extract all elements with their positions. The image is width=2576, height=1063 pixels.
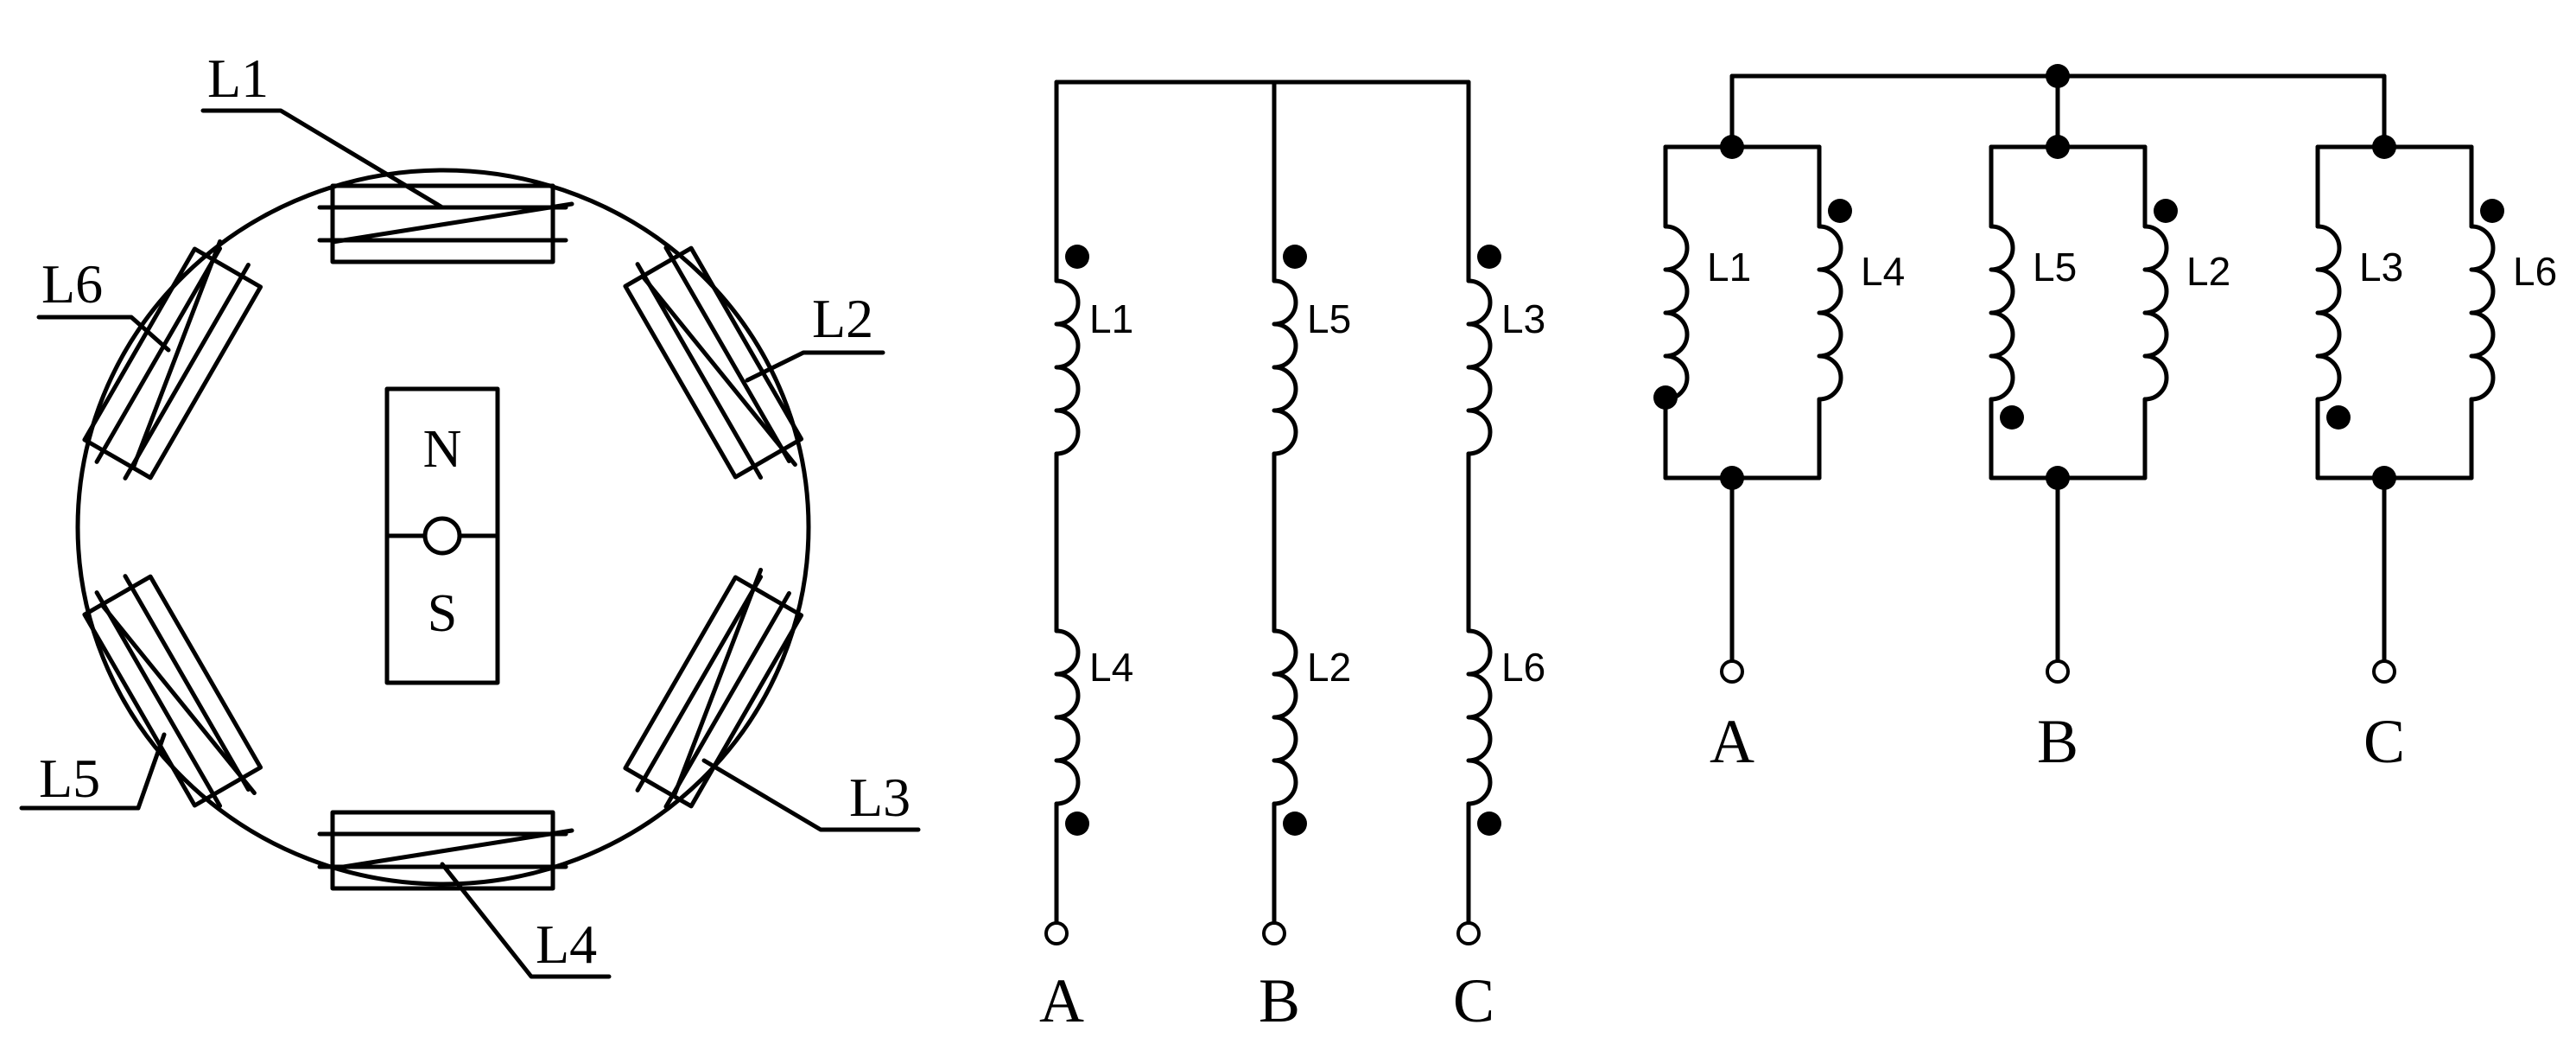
coil-label-l5: L5 bbox=[39, 748, 100, 809]
polarity-dot bbox=[1477, 812, 1501, 836]
parallel-group-b: L5 L2B bbox=[1989, 73, 2230, 776]
stator-ring bbox=[75, 168, 811, 887]
terminal-circle bbox=[1262, 921, 1286, 945]
terminal-circle bbox=[1720, 659, 1744, 684]
inductor-l1 bbox=[1663, 224, 1690, 402]
rotor-magnet: N S bbox=[384, 386, 500, 685]
coil-l5 bbox=[82, 574, 263, 808]
inductor-l6 bbox=[2469, 224, 2496, 402]
inductor-l1 bbox=[1054, 278, 1081, 456]
parallel-circuit: L1 L4A L5 L2B L3 L6C bbox=[1653, 64, 2557, 776]
inductor-l2 bbox=[2142, 224, 2169, 402]
junction-dot bbox=[1720, 466, 1744, 490]
polarity-dot bbox=[1477, 245, 1501, 269]
inductor-l6 bbox=[1466, 628, 1493, 806]
inductor-l4 bbox=[1054, 628, 1081, 806]
junction-dot bbox=[2372, 135, 2396, 159]
inductor-l3 bbox=[2315, 224, 2342, 402]
magnet-south-label: S bbox=[428, 584, 457, 643]
parallel-group-a: L1 L4A bbox=[1653, 73, 1905, 776]
coil-label-l5: L5 bbox=[2033, 245, 2077, 290]
coil-label-l5: L5 bbox=[1307, 296, 1351, 341]
coil-label-l4: L4 bbox=[1089, 645, 1133, 690]
junction-dot bbox=[2372, 466, 2396, 490]
terminal-label-c: C bbox=[2363, 707, 2405, 776]
coil-label-l4: L4 bbox=[536, 913, 597, 975]
coil-label-l3: L3 bbox=[849, 767, 910, 828]
polarity-dot bbox=[1283, 812, 1307, 836]
polarity-dot bbox=[1065, 812, 1089, 836]
terminal-circle bbox=[2046, 659, 2070, 684]
inductor-l3 bbox=[1466, 278, 1493, 456]
coil-label-l3: L3 bbox=[2359, 245, 2403, 290]
terminal-circle bbox=[1456, 921, 1481, 945]
polarity-dot bbox=[2154, 199, 2178, 223]
polarity-dot bbox=[1065, 245, 1089, 269]
polarity-dot bbox=[1653, 385, 1678, 410]
coil-label-l1: L1 bbox=[1707, 245, 1751, 290]
coil-label-l3: L3 bbox=[1501, 296, 1545, 341]
polarity-dot bbox=[1828, 199, 1852, 223]
polarity-dot bbox=[2000, 405, 2024, 430]
terminal-label-b: B bbox=[1259, 966, 1300, 1035]
inductor-l4 bbox=[1817, 224, 1843, 402]
coil-l2 bbox=[623, 245, 804, 480]
polarity-dot bbox=[2480, 199, 2504, 223]
coil-l3 bbox=[623, 567, 804, 809]
coil-label-l2: L2 bbox=[812, 288, 873, 349]
inductor-l5 bbox=[1989, 224, 2015, 402]
inductor-l2 bbox=[1272, 628, 1298, 806]
terminal-label-b: B bbox=[2037, 707, 2078, 776]
junction-dot bbox=[2046, 135, 2070, 159]
coil-label-l4: L4 bbox=[1861, 249, 1905, 294]
coil-leaders bbox=[19, 108, 921, 979]
junction-dot bbox=[2046, 466, 2070, 490]
coil-l1 bbox=[317, 183, 574, 264]
polarity-dot bbox=[1283, 245, 1307, 269]
motor-cross-section: N S bbox=[19, 48, 921, 979]
terminal-label-c: C bbox=[1453, 966, 1494, 1035]
inductor-l5 bbox=[1272, 278, 1298, 456]
junction-dot bbox=[1720, 135, 1744, 159]
terminal-circle bbox=[2372, 659, 2396, 684]
coil-label-l1: L1 bbox=[207, 48, 269, 109]
coil-label-l6: L6 bbox=[41, 253, 103, 315]
coil-label-l2: L2 bbox=[2186, 249, 2230, 294]
coil-l4 bbox=[317, 810, 574, 891]
magnet-north-label: N bbox=[423, 420, 462, 479]
polarity-dot bbox=[2326, 405, 2351, 430]
coil-label-l6: L6 bbox=[2513, 249, 2557, 294]
coil-label-l2: L2 bbox=[1307, 645, 1351, 690]
parallel-group-c: L3 L6C bbox=[2315, 73, 2557, 776]
terminal-label-a: A bbox=[1039, 966, 1084, 1035]
coil-l6 bbox=[82, 239, 263, 481]
coil-label-l6: L6 bbox=[1501, 645, 1545, 690]
coil-label-l1: L1 bbox=[1089, 296, 1133, 341]
terminal-circle bbox=[1044, 921, 1069, 945]
terminal-label-a: A bbox=[1710, 707, 1754, 776]
